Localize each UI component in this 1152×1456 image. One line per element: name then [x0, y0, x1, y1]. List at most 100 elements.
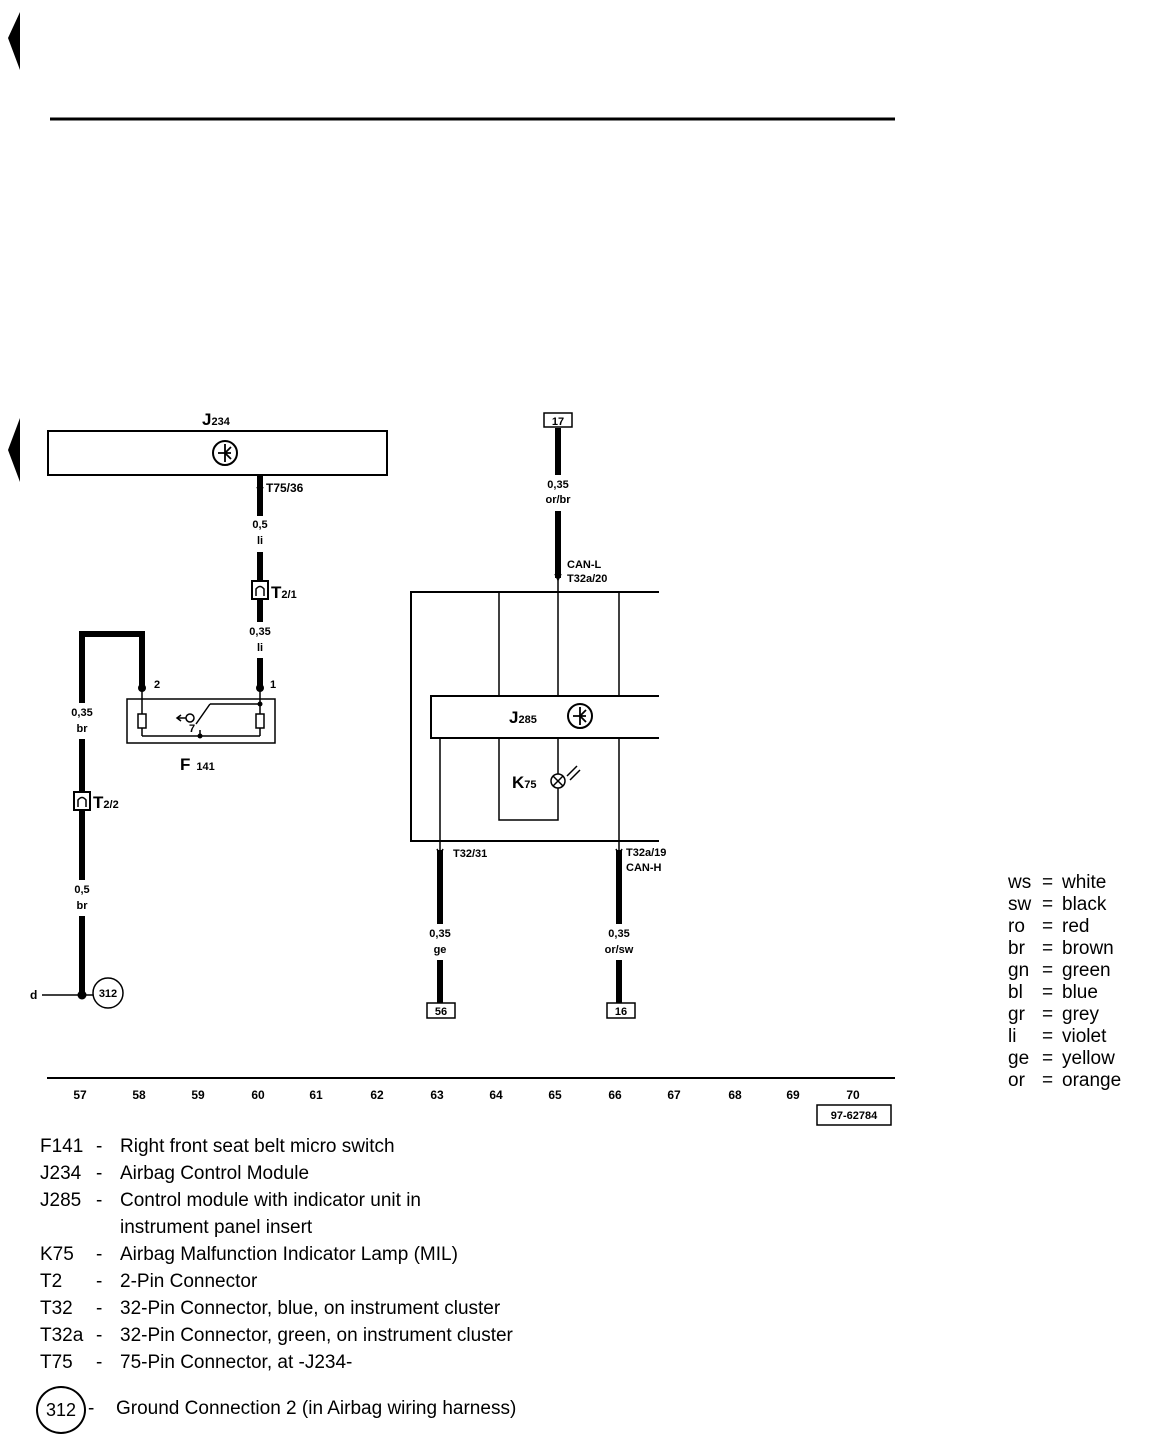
- wire-size-w6: 0,35: [429, 928, 450, 940]
- key-row: instrument panel insert: [40, 1214, 513, 1241]
- position-number: 68: [728, 1088, 742, 1102]
- legend-equals: =: [1042, 894, 1054, 915]
- j285-label: J285: [509, 708, 537, 727]
- legend-equals: =: [1042, 1070, 1054, 1091]
- legend-code: bl: [1008, 982, 1023, 1003]
- legend-name: white: [1062, 872, 1107, 893]
- ref-56-box: [426, 1002, 456, 1019]
- key-code: T32: [40, 1298, 73, 1319]
- legend-equals: =: [1042, 872, 1054, 893]
- position-number: 66: [608, 1088, 622, 1102]
- wire-color-w4: br: [77, 900, 89, 912]
- key-desc: Right front seat belt micro switch: [120, 1136, 395, 1157]
- legend-row: li=violet: [1008, 1026, 1121, 1048]
- legend-code: br: [1008, 938, 1025, 959]
- legend-row: gn=green: [1008, 960, 1121, 982]
- position-number: 69: [786, 1088, 800, 1102]
- legend-name: red: [1062, 916, 1090, 937]
- key-desc: 32-Pin Connector, green, on instrument c…: [120, 1325, 513, 1346]
- figure-id: 97-62784: [831, 1110, 878, 1122]
- connector-t32a-20: T32a/20: [567, 573, 607, 585]
- legend-code: or: [1008, 1070, 1025, 1091]
- legend-row: gr = grey: [1008, 1004, 1121, 1026]
- pin-1-label: 1: [270, 679, 276, 691]
- position-number: 61: [309, 1088, 323, 1102]
- key-dash: -: [96, 1271, 103, 1292]
- connector-t2-2-icon: [73, 791, 91, 811]
- legend-equals: =: [1042, 1026, 1054, 1047]
- key-code: J234: [40, 1163, 82, 1184]
- legend-row: ws=white: [1008, 872, 1121, 894]
- key-row: K75 -Airbag Malfunction Indicator Lamp (M…: [40, 1241, 513, 1268]
- j285-box: [430, 695, 659, 739]
- j234-label: J234: [202, 410, 231, 429]
- position-number: 60: [251, 1088, 265, 1102]
- ref-16-label: 16: [615, 1006, 627, 1018]
- key-desc: instrument panel insert: [120, 1217, 313, 1238]
- key-dash: -: [96, 1136, 103, 1157]
- key-dash: -: [96, 1352, 103, 1373]
- legend-row: br=brown: [1008, 938, 1121, 960]
- connector-arrow: [256, 486, 264, 495]
- legend-code: gn: [1008, 960, 1030, 981]
- can-h-label: CAN-H: [626, 862, 661, 874]
- key-code: T32a: [40, 1325, 84, 1346]
- figure-id-box: [816, 1104, 892, 1126]
- ground-312-symbol: [92, 977, 124, 1009]
- key-row: J285-Control module with indicator unit …: [40, 1187, 513, 1214]
- page-marker-top: [8, 12, 20, 70]
- legend-code: li: [1008, 1026, 1017, 1047]
- legend-name: orange: [1062, 1070, 1122, 1091]
- ref-17-box: [543, 412, 573, 428]
- wire-color-w5: or/br: [545, 494, 571, 506]
- key-code: T75: [40, 1352, 73, 1373]
- ground-key-desc: Ground Connection 2 (in Airbag wiring ha…: [116, 1398, 517, 1419]
- cluster-frame: [410, 591, 659, 842]
- can-l-label: CAN-L: [567, 559, 601, 571]
- key-dash: -: [96, 1244, 103, 1265]
- key-desc: 2-Pin Connector: [120, 1271, 258, 1292]
- legend-code: gr: [1008, 1004, 1025, 1025]
- ground-312-number: 312: [99, 988, 117, 1000]
- legend-equals: =: [1042, 1048, 1054, 1069]
- wire-size-w3: 0,35: [71, 707, 92, 719]
- ground-key-symbol: 312: [36, 1386, 86, 1434]
- legend-name: yellow: [1062, 1048, 1115, 1069]
- legend-row: or = orange: [1008, 1070, 1121, 1092]
- legend-code: ge: [1008, 1048, 1030, 1069]
- f141-box: [126, 698, 276, 744]
- key-row: T2 -2-Pin Connector: [40, 1268, 513, 1295]
- legend-name: grey: [1062, 1004, 1099, 1025]
- legend-equals: =: [1042, 982, 1054, 1003]
- legend-name: black: [1062, 894, 1107, 915]
- key-code: T2: [40, 1271, 63, 1292]
- legend-equals: =: [1042, 1004, 1054, 1025]
- legend-code: sw: [1008, 894, 1032, 915]
- connector-t32a-19: T32a/19: [626, 847, 666, 859]
- pin-7-label: 7: [189, 723, 195, 735]
- connector-t2-1-label: T2/1: [271, 583, 297, 602]
- k75-label: K75: [512, 773, 537, 792]
- wire-color-w1: li: [257, 535, 263, 547]
- position-number: 67: [667, 1088, 681, 1102]
- position-number: 59: [191, 1088, 205, 1102]
- key-desc: Airbag Malfunction Indicator Lamp (MIL): [120, 1244, 458, 1265]
- legend-equals: =: [1042, 938, 1054, 959]
- wire-color-w6: ge: [434, 944, 447, 956]
- legend-row: sw = black: [1008, 894, 1121, 916]
- position-number: 64: [489, 1088, 503, 1102]
- key-dash: -: [96, 1298, 103, 1319]
- key-code: K75: [40, 1244, 74, 1265]
- key-dash: -: [96, 1190, 103, 1211]
- key-desc: 75-Pin Connector, at -J234-: [120, 1352, 353, 1373]
- ref-16-box: [606, 1002, 636, 1019]
- connector-t32-31: T32/31: [453, 848, 487, 860]
- connector-t75-36: T75/36: [266, 481, 304, 495]
- switch-icon: [137, 688, 265, 737]
- connector-t2-2-label: T2/2: [93, 793, 119, 812]
